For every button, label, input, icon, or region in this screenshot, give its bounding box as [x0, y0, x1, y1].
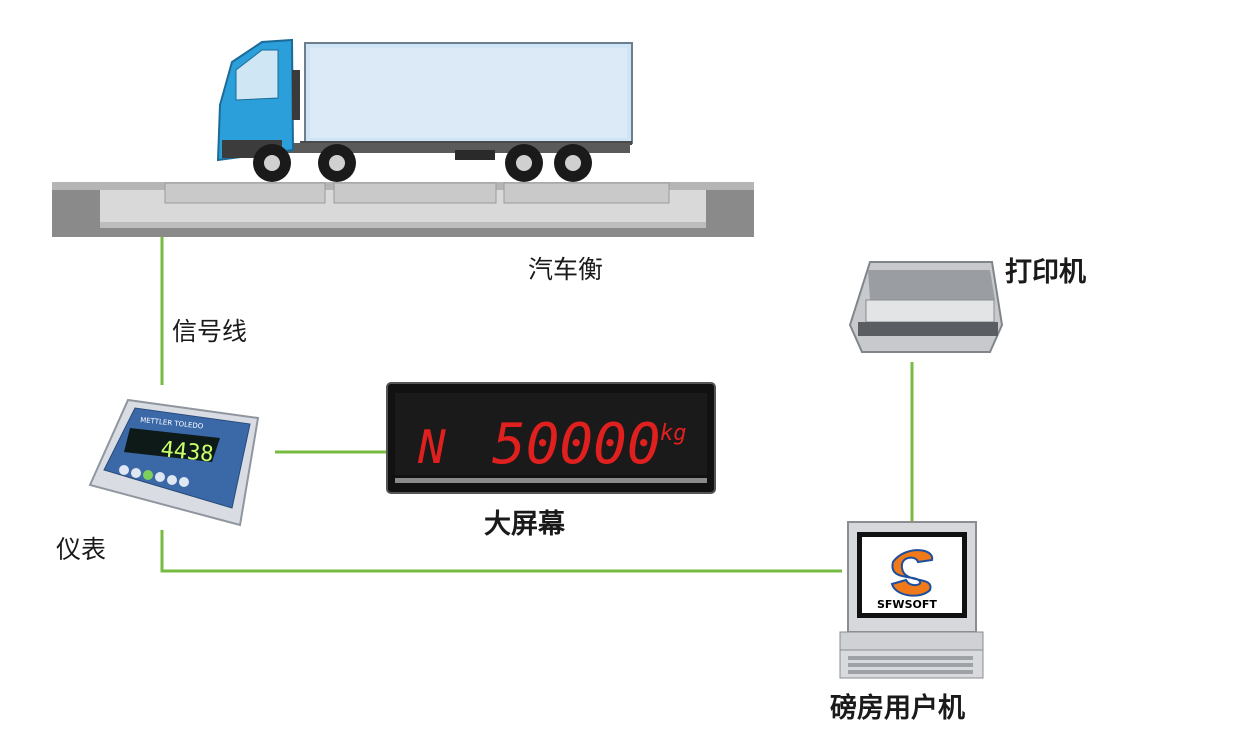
printer-image — [848, 261, 1004, 353]
truck-image — [216, 38, 633, 182]
weighbridge-computer: SFWSOFT — [839, 521, 984, 679]
weighbridge-pc-label: 磅房用户机 — [830, 693, 965, 724]
big-screen-label: 大屏幕 — [484, 509, 565, 540]
led-display-board: N 50000 kg — [386, 382, 716, 494]
signal-cable-label: 信号线 — [172, 317, 248, 346]
indicator-pc-wire — [160, 530, 842, 573]
weighbridge-platform — [52, 182, 754, 237]
display-mode: N — [417, 420, 446, 474]
display-unit: kg — [660, 421, 687, 446]
printer-label: 打印机 — [1005, 257, 1086, 288]
indicator-keypad — [119, 465, 189, 487]
weighing-indicator: METTLER TOLEDO 4438 — [88, 398, 260, 527]
indicator-label: 仪表 — [56, 535, 107, 564]
truck-scale-label: 汽车衡 — [528, 255, 604, 284]
indicator-reading: 4438 — [159, 437, 214, 467]
computer-logo-text: SFWSOFT — [877, 598, 937, 611]
display-value: 50000 — [492, 412, 661, 477]
